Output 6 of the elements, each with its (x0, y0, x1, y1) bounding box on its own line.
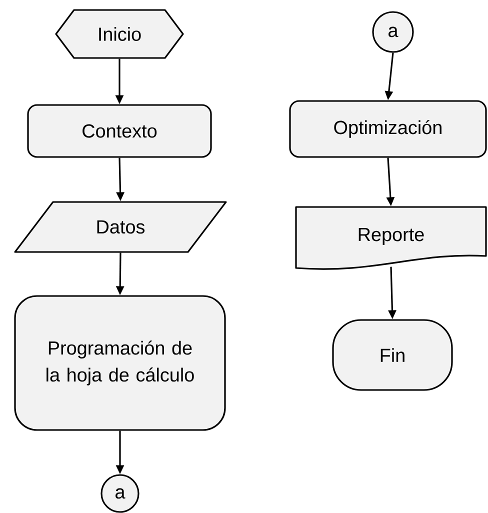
end-terminal: Fin (332, 319, 453, 391)
process-box: Contexto (27, 104, 212, 158)
start-hexagon: Inicio (55, 9, 184, 59)
process-box: Programación de la hoja de cálculo (14, 295, 226, 431)
process-box: Optimización (289, 100, 487, 158)
data-parallelogram: Datos (14, 201, 227, 253)
